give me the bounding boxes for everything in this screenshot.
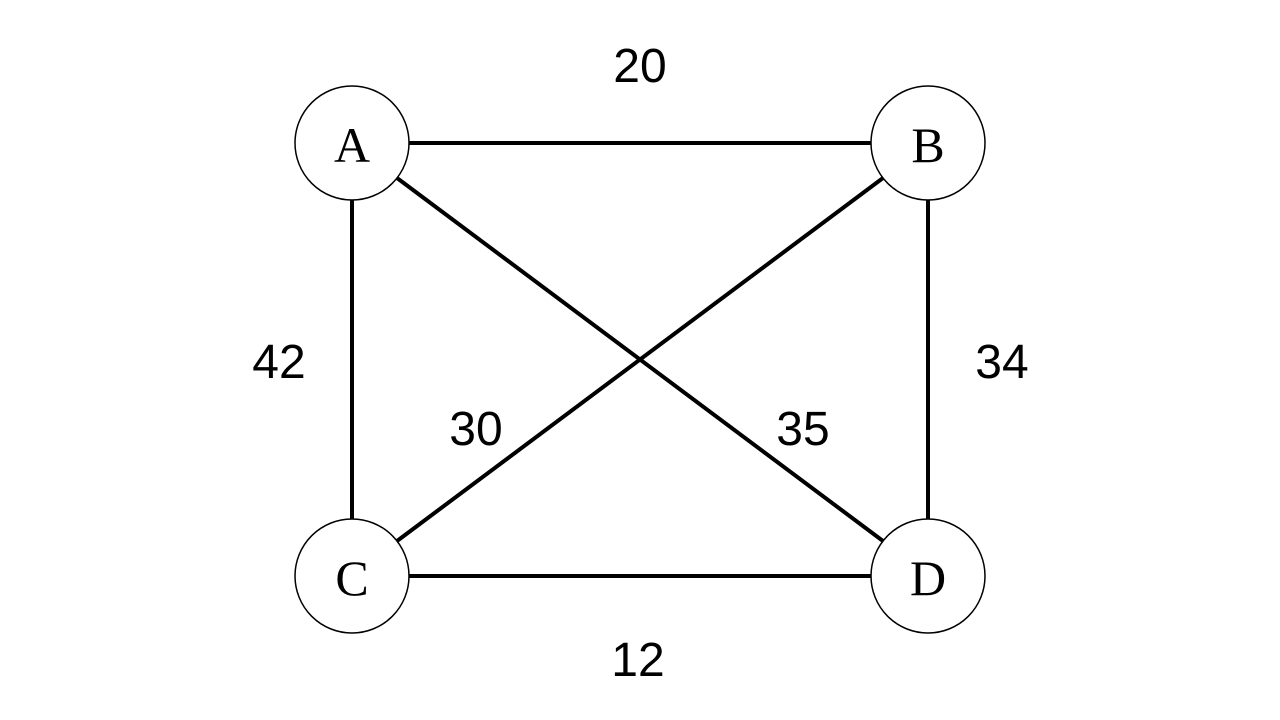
edge-weight-a-d: 35 — [776, 403, 829, 456]
node-d-circle — [870, 518, 986, 634]
node-a-label: A — [334, 117, 370, 173]
edge-weight-b-c: 30 — [449, 403, 502, 456]
edge-weight-c-d: 12 — [611, 634, 664, 687]
edge-weight-a-b: 20 — [613, 40, 666, 93]
edge-weight-a-c: 42 — [252, 336, 305, 389]
node-b-label: B — [911, 117, 944, 173]
node-c: C — [294, 518, 410, 634]
node-d: D — [870, 518, 986, 634]
edge-a-d — [395, 176, 885, 543]
node-a: A — [294, 85, 410, 201]
node-c-label: C — [335, 550, 368, 606]
node-c-circle — [294, 518, 410, 634]
node-b-circle — [870, 85, 986, 201]
node-d-label: D — [910, 550, 946, 606]
edge-weight-b-d: 34 — [975, 336, 1028, 389]
node-b: B — [870, 85, 986, 201]
node-a-circle — [294, 85, 410, 201]
